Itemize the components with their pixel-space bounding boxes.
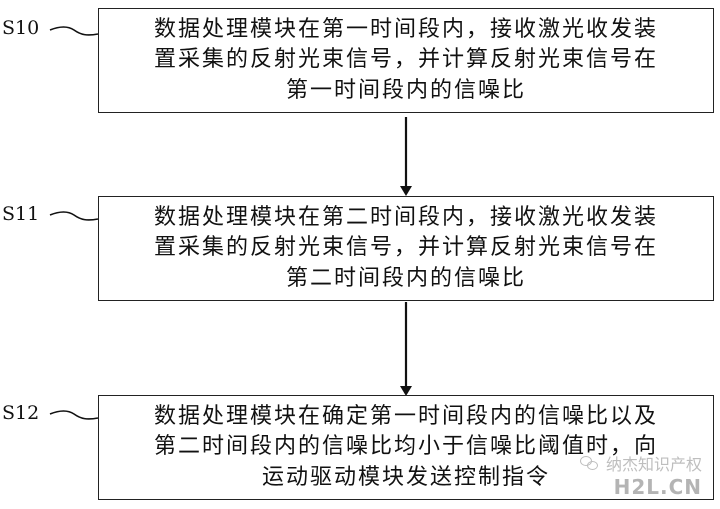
step-label-s10: S10 <box>2 17 40 39</box>
label-leader-s12 <box>49 410 99 420</box>
step-text-line: 第二时间段内的信噪比均小于信噪比阈值时，向 <box>153 434 658 460</box>
step-label-s12: S12 <box>2 402 40 424</box>
process-step-box-s12: 数据处理模块在确定第一时间段内的信噪比以及 第二时间段内的信噪比均小于信噪比阈值… <box>98 395 714 500</box>
watermark-source-text: 纳杰知识产权 <box>605 455 702 474</box>
step-text-line: 第一时间段内的信噪比 <box>285 77 526 103</box>
step-text-line: 数据处理模块在第一时间段内，接收激光收发装 <box>153 17 658 43</box>
label-leader-s10 <box>49 26 99 36</box>
wechat-icon <box>579 455 600 471</box>
step-text-line: 置采集的反射光束信号，并计算反射光束信号在 <box>153 235 658 261</box>
watermark-site: H2L.CN <box>613 475 702 499</box>
step-text-line: 第二时间段内的信噪比 <box>285 265 526 291</box>
watermark-source: 纳杰知识产权 <box>579 451 702 475</box>
step-text-line: 数据处理模块在第二时间段内，接收激光收发装 <box>153 205 658 231</box>
label-leader-s11 <box>49 211 99 221</box>
watermark: 纳杰知识产权 H2L.CN <box>579 451 702 499</box>
step-label-s11: S11 <box>2 203 40 225</box>
step-text-line: 数据处理模块在确定第一时间段内的信噪比以及 <box>153 404 658 430</box>
process-step-box-s10: 数据处理模块在第一时间段内，接收激光收发装 置采集的反射光束信号，并计算反射光束… <box>98 8 714 113</box>
process-step-box-s11: 数据处理模块在第二时间段内，接收激光收发装 置采集的反射光束信号，并计算反射光束… <box>98 196 714 301</box>
step-text-line: 运动驱动模块发送控制指令 <box>261 464 550 490</box>
step-text-line: 置采集的反射光束信号，并计算反射光束信号在 <box>153 47 658 73</box>
